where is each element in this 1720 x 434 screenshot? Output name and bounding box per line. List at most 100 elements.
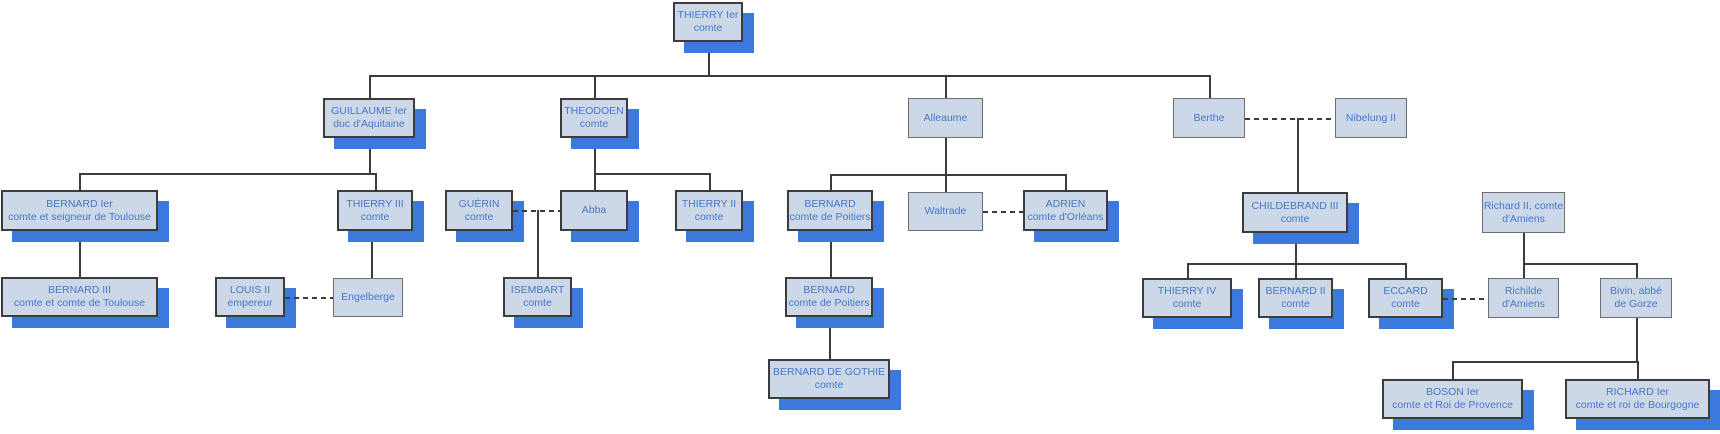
node-title: comte	[579, 118, 609, 130]
node-title: comte de Poitiers	[788, 297, 870, 309]
node-name: BERNARD	[804, 197, 856, 210]
node-engelberge[interactable]: Engelberge	[333, 278, 403, 317]
node-name: THIERRY II	[681, 197, 737, 210]
descent-connector-line	[369, 75, 371, 98]
marriage-connector-line	[1245, 118, 1335, 120]
marriage-connector-line	[513, 210, 560, 212]
descent-connector-line	[829, 317, 831, 359]
descent-connector-line	[945, 75, 947, 98]
node-title: comte	[1281, 298, 1310, 310]
descent-connector-line	[1209, 75, 1211, 98]
node-name: ADRIEN	[1045, 197, 1086, 210]
descent-connector-line	[594, 75, 596, 98]
node-title: comte	[694, 210, 724, 223]
node-name: BERNARD III	[47, 284, 111, 296]
node-title: comte et roi de Bourgogne	[1575, 399, 1700, 411]
node-name: Engelberge	[341, 291, 395, 303]
node-name: THIERRY III	[346, 197, 404, 210]
descent-connector-line	[1065, 174, 1067, 190]
node-name: CHILDEBRAND III	[1251, 199, 1339, 212]
descent-connector-line	[945, 138, 947, 192]
descent-connector-line	[1295, 233, 1297, 263]
node-name: Abba	[581, 204, 607, 216]
node-title: comte de Poitiers	[789, 210, 871, 223]
descent-connector-line	[709, 173, 711, 190]
marriage-connector-line	[285, 297, 333, 299]
descent-connector-line	[1295, 263, 1297, 278]
node-name: GUILLAUME Ier	[331, 105, 407, 117]
descent-connector-line	[1636, 263, 1638, 278]
descent-connector-line	[830, 174, 1065, 176]
node-title: comte et comte de Toulouse	[13, 297, 146, 309]
node-title: comte	[360, 210, 390, 223]
node-name: THIERRY IV	[1157, 285, 1217, 297]
node-title: comte	[1391, 298, 1420, 310]
node-title: comte	[814, 379, 844, 391]
node-title: comte	[1172, 298, 1202, 310]
descent-connector-line	[708, 42, 710, 75]
descent-connector-line	[1452, 361, 1454, 379]
node-name: Alleaume	[923, 111, 968, 124]
node-nibelung-ii[interactable]: Nibelung II	[1335, 98, 1407, 138]
node-name: THIERRY Ier	[677, 9, 739, 21]
node-title: comte	[693, 22, 723, 34]
node-name: Berthe	[1193, 111, 1225, 124]
node-name: Nibelung II	[1345, 111, 1397, 124]
descent-connector-line	[594, 173, 709, 175]
node-name: ISEMBART	[510, 284, 565, 296]
descent-connector-line	[79, 173, 81, 190]
node-abba[interactable]: Abba	[560, 190, 628, 231]
node-waltrade[interactable]: Waltrade	[908, 192, 983, 231]
descent-connector-line	[371, 231, 373, 278]
node-alleaume[interactable]: Alleaume	[908, 98, 983, 138]
descent-connector-line	[830, 231, 832, 277]
node-berthe[interactable]: Berthe	[1173, 98, 1245, 138]
descent-connector-line	[79, 231, 81, 277]
node-name: RICHARD Ier	[1605, 386, 1669, 398]
node-name: BERNARD DE GOTHIE	[772, 366, 885, 378]
node-title: comte	[464, 210, 494, 223]
node-title: comte et Roi de Provence	[1392, 399, 1513, 411]
node-name: LOUIS II	[229, 284, 271, 296]
node-title: comte	[1280, 212, 1310, 225]
descent-connector-line	[1523, 233, 1525, 263]
descent-connector-line	[830, 174, 832, 190]
node-name: Bivin, abbé	[1610, 285, 1662, 297]
descent-connector-line	[1297, 118, 1299, 192]
node-name: BERNARD Ier	[46, 197, 113, 210]
node-name: BERNARD II	[1265, 285, 1326, 297]
descent-connector-line	[1405, 263, 1407, 278]
node-title: de Gorze	[1614, 298, 1658, 310]
node-title: comte et seigneur de Toulouse	[8, 210, 151, 223]
descent-connector-line	[1637, 361, 1639, 379]
marriage-connector-line	[1443, 298, 1488, 300]
node-name: Waltrade	[924, 205, 967, 217]
descent-connector-line	[79, 173, 375, 175]
descent-connector-line	[1452, 361, 1637, 363]
descent-connector-line	[369, 138, 371, 173]
